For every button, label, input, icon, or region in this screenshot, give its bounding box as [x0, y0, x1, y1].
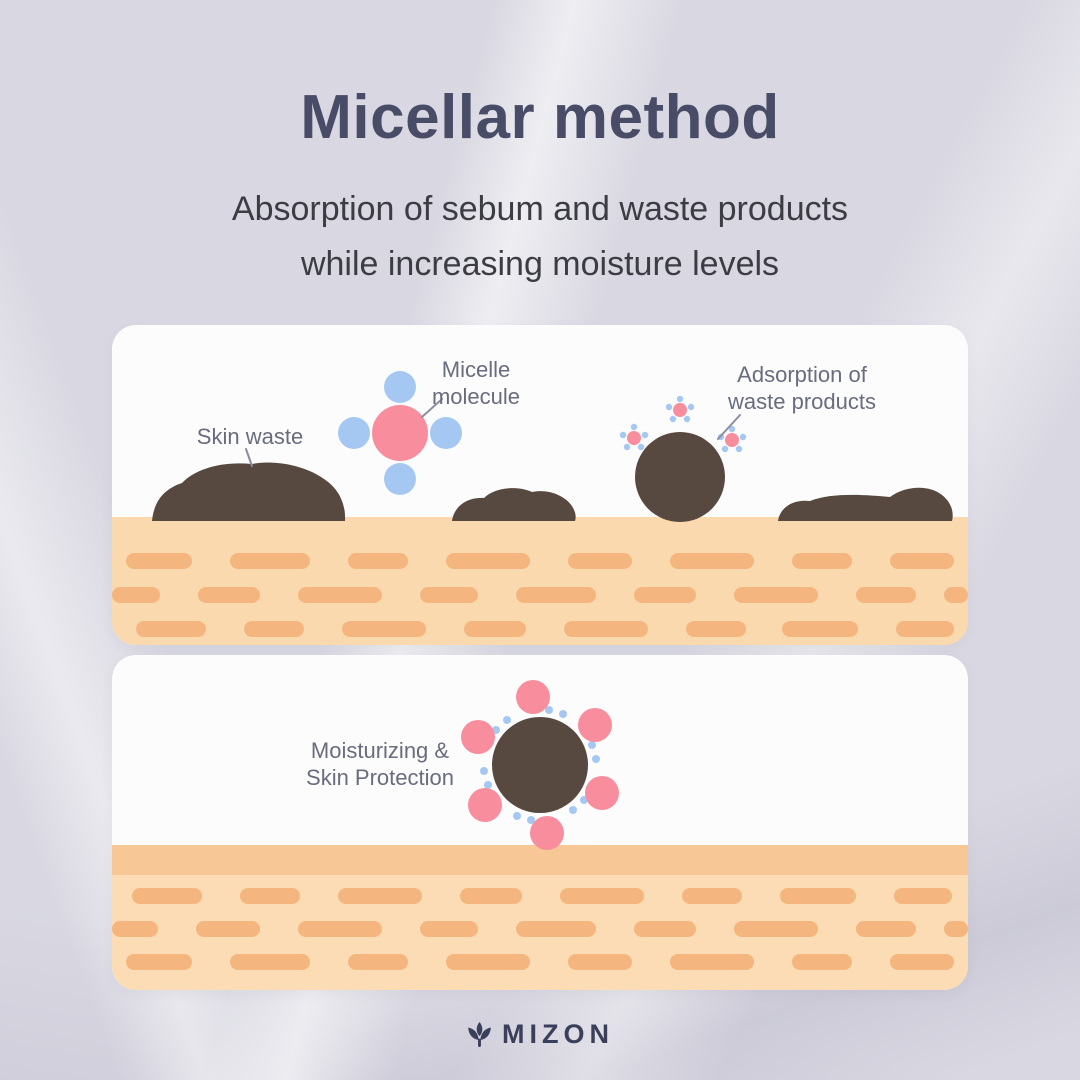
micelle-pointer-line	[421, 398, 443, 418]
moisturizing-label-line-2: Skin Protection	[306, 765, 454, 790]
brand-name: MIZON	[502, 1018, 614, 1049]
skin-waste-blobs	[152, 432, 953, 522]
mizon-leaf-icon	[468, 1021, 491, 1047]
skin-layer	[112, 517, 968, 645]
waste-blob-center	[452, 488, 576, 521]
adsorption-label-line-1: Adsorption of	[737, 362, 867, 387]
micelle-head-ring	[461, 680, 619, 850]
page-title: Micellar method	[300, 83, 780, 152]
panel-absorption: Micelle molecule Skin waste Adsorption o…	[112, 325, 968, 645]
moisturizing-label-line-1: Moisturizing &	[310, 738, 450, 763]
skin-waste-label: Skin waste	[196, 424, 304, 449]
adsorbing-micelles	[619, 395, 747, 453]
skin-waste-pointer-line	[245, 448, 253, 467]
skin-dash-pattern	[112, 553, 968, 637]
moisturizing-illustration	[112, 680, 968, 990]
subtitle-line-2: while increasing moisture levels	[300, 245, 780, 283]
adsorption-label: Adsorption of waste products	[687, 361, 917, 415]
waste-particle	[492, 717, 588, 813]
subtitle: Absorption of sebum and waste products w…	[0, 182, 1080, 292]
moisturizing-label: Moisturizing & Skin Protection	[250, 737, 510, 791]
hydrophilic-dot-ring	[480, 706, 600, 824]
micelle-label-line-2: molecule	[431, 384, 521, 409]
micelle-molecule-illustration	[338, 371, 462, 495]
panel-moisturizing: Moisturizing & Skin Protection	[112, 655, 968, 990]
adsorption-label-line-2: waste products	[728, 389, 876, 414]
pointer-lines	[245, 398, 741, 467]
skin-layer	[112, 845, 968, 990]
waste-blob-circle	[635, 432, 725, 522]
micelle-label-line-1: Micelle	[441, 357, 511, 382]
wrapped-waste-illustration	[461, 680, 619, 850]
absorption-illustration	[112, 371, 968, 645]
brand-logo: MIZON	[0, 1014, 1080, 1054]
adsorption-pointer-line	[717, 414, 741, 440]
subtitle-line-1: Absorption of sebum and waste products	[231, 190, 849, 228]
micelle-molecule-label: Micelle molecule	[401, 356, 551, 410]
skin-dash-pattern	[112, 888, 968, 970]
waste-blob-left	[152, 462, 346, 521]
waste-blob-right	[778, 487, 953, 521]
